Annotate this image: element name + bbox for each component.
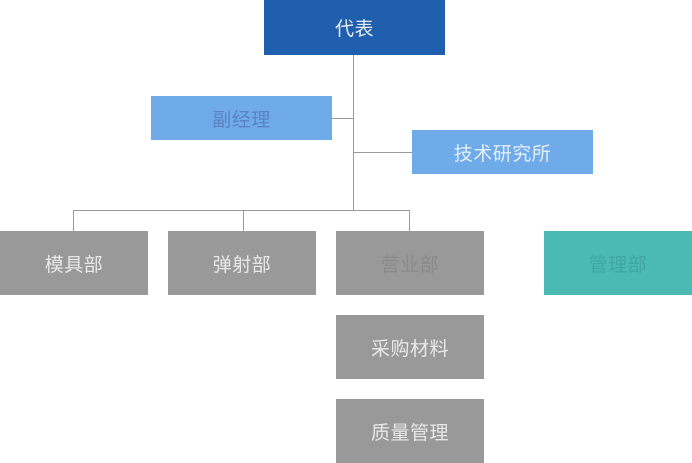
node-material-purchasing: 采购材料 [336, 315, 484, 379]
node-label: 采购材料 [370, 337, 449, 360]
node-technical-research-institute: 技术研究所 [412, 130, 593, 174]
node-mold-department: 模具部 [0, 231, 148, 295]
root-node-representative: 代表 [264, 0, 445, 55]
ejection-dept-connector [243, 210, 244, 231]
deputy-connector [331, 118, 353, 119]
node-label: 质量管理 [370, 421, 449, 444]
node-label: 营业部 [380, 253, 440, 276]
mold-dept-connector [73, 210, 74, 231]
sales-dept-connector [409, 210, 410, 231]
research-connector [353, 152, 412, 153]
node-deputy-manager: 副经理 [151, 96, 332, 140]
trunk-line [353, 55, 354, 211]
node-management-department: 管理部 [544, 231, 692, 295]
node-label: 管理部 [588, 253, 648, 276]
node-label: 代表 [334, 18, 374, 40]
node-label: 副经理 [212, 108, 271, 131]
department-bus-line [73, 210, 410, 211]
node-label: 模具部 [44, 253, 104, 276]
node-quality-management: 质量管理 [336, 399, 484, 463]
node-label: 技术研究所 [453, 142, 552, 165]
node-label: 弹射部 [212, 253, 272, 276]
node-sales-department: 营业部 [336, 231, 484, 295]
node-ejection-department: 弹射部 [168, 231, 316, 295]
